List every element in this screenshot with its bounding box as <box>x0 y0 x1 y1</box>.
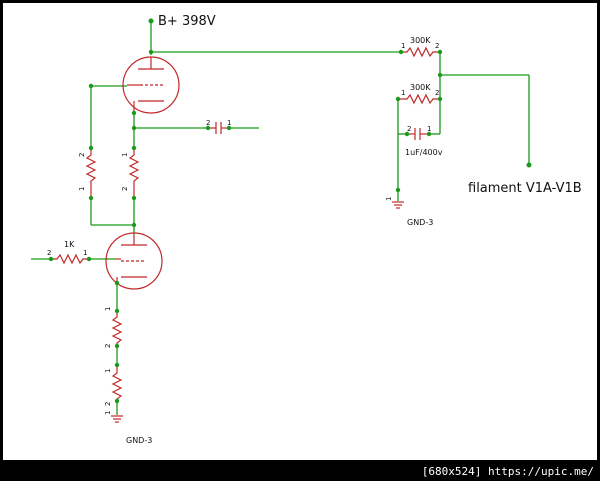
node-top-grid <box>88 83 94 89</box>
node-right-branch <box>437 72 443 78</box>
resistor-r-mid-pin1: 1 <box>401 89 405 97</box>
resistor-r-grid-body <box>51 253 89 265</box>
resistor-r-grid-label: 1K <box>64 240 75 249</box>
node-cathode-branch <box>131 125 137 131</box>
ground-bottom-pin: 1 <box>104 411 112 415</box>
capacitor-right: 2 1 1uF/400v <box>405 125 443 157</box>
resistor-cathode-lower-body <box>111 365 123 401</box>
tube-top <box>122 56 180 114</box>
tube-bottom-envelope <box>105 232 163 290</box>
resistor-r-top-pin1: 1 <box>401 42 405 50</box>
capacitor-right-pin2: 2 <box>407 125 411 133</box>
node-cap-right-left <box>404 131 410 137</box>
node-left-r-top <box>88 145 94 151</box>
node-cap-out-left <box>205 125 211 131</box>
node-gnd-right <box>395 187 401 193</box>
resistor-r-top: 1 2 300K <box>401 36 440 58</box>
schematic-canvas: 1 2 300K 1 2 300K 2 1 1K 2 1 <box>3 3 597 460</box>
resistor-cathode-upper-pin2: 2 <box>104 344 112 348</box>
node-r-cath-upper-top <box>114 308 120 314</box>
tube-bottom <box>105 232 163 290</box>
node-cap-right-right <box>426 131 432 137</box>
resistor-cathode-upper: 1 2 <box>104 307 123 348</box>
resistor-r-top-label: 300K <box>410 36 431 45</box>
resistor-r-grid: 2 1 1K <box>47 240 89 265</box>
node-center-r-top <box>131 145 137 151</box>
supply-label: B+ 398V <box>158 14 216 29</box>
node-join <box>131 222 137 228</box>
node-filament <box>526 162 532 168</box>
node-bottom-cathode <box>114 280 120 286</box>
resistor-r-top-body <box>401 46 440 58</box>
node-r-grid-left <box>48 256 54 262</box>
node-r-top-right <box>437 49 443 55</box>
node-r-grid-right <box>86 256 92 262</box>
resistor-r-mid-pin2: 2 <box>435 89 439 97</box>
node-cap-out-right <box>226 125 232 131</box>
wires <box>31 21 530 415</box>
resistor-left-vertical-pin1: 1 <box>78 187 86 191</box>
image-host-footer: [680x524] https://upic.me/ <box>421 465 594 478</box>
ground-right-pin: 1 <box>385 197 393 201</box>
node-bplus <box>148 18 154 24</box>
resistor-left-vertical: 2 1 <box>78 148 97 198</box>
resistor-r-mid-label: 300K <box>410 83 431 92</box>
resistor-cathode-lower-pin2: 2 <box>104 402 112 406</box>
capacitor-right-label: 1uF/400v <box>405 148 443 157</box>
resistor-r-grid-pin2: 2 <box>47 249 51 257</box>
node-r-cath-lower-top <box>114 362 120 368</box>
capacitor-right-pin1: 1 <box>427 125 431 133</box>
ground-right: 1 GND-3 <box>385 197 433 227</box>
resistor-center-vertical: 1 2 <box>121 148 140 198</box>
node-r-cath-upper-bottom <box>114 343 120 349</box>
resistor-r-mid-body <box>398 93 440 105</box>
node-r-mid-left <box>395 96 401 102</box>
resistor-left-vertical-body <box>85 148 97 198</box>
resistor-cathode-upper-body <box>111 311 123 346</box>
junction-nodes <box>48 18 532 404</box>
capacitor-output-pin1: 1 <box>227 119 231 127</box>
resistor-center-vertical-body <box>128 148 140 198</box>
schematic-diagram: 1 2 300K 1 2 300K 2 1 1K 2 1 <box>31 14 582 445</box>
node-r-mid-right <box>437 96 443 102</box>
node-left-r-bottom <box>88 195 94 201</box>
node-bplus-bus <box>148 49 154 55</box>
resistor-r-top-pin2: 2 <box>435 42 439 50</box>
resistor-r-grid-pin1: 1 <box>83 249 87 257</box>
filament-label: filament V1A-V1B <box>468 181 582 196</box>
ground-bottom: 1 GND-3 <box>104 411 152 445</box>
resistor-r-mid: 1 2 300K <box>398 83 440 105</box>
resistor-left-vertical-pin2: 2 <box>78 153 86 157</box>
node-center-r-bottom <box>131 195 137 201</box>
ground-bottom-label: GND-3 <box>126 436 152 445</box>
resistor-center-vertical-pin1: 1 <box>121 153 129 157</box>
node-r-cath-lower-bottom <box>114 398 120 404</box>
ground-right-label: GND-3 <box>407 218 433 227</box>
resistor-center-vertical-pin2: 2 <box>121 187 129 191</box>
capacitor-output-pin2: 2 <box>206 119 210 127</box>
node-r-top-left <box>398 49 404 55</box>
resistor-cathode-upper-pin1: 1 <box>104 307 112 311</box>
node-top-cathode <box>131 110 137 116</box>
resistor-cathode-lower: 1 2 <box>104 365 123 406</box>
resistor-cathode-lower-pin1: 1 <box>104 369 112 373</box>
